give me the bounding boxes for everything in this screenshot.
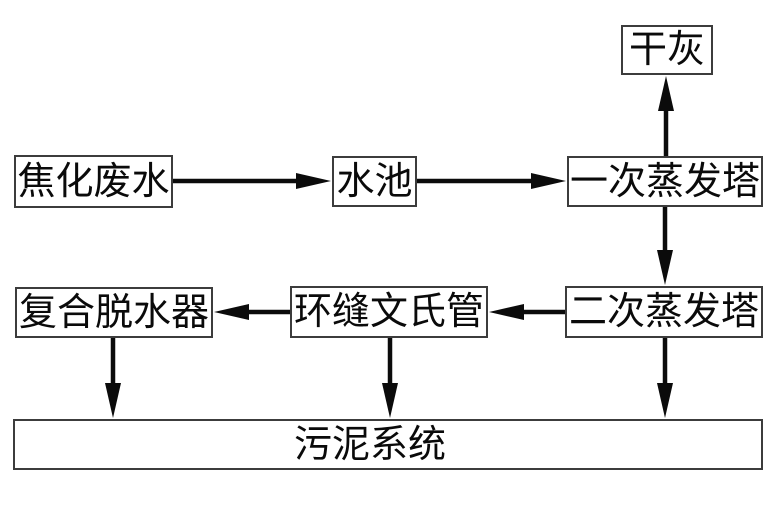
node-water-pool-label: 水池: [336, 160, 413, 203]
arrow-dehydrator-to-sludge: [105, 338, 121, 418]
node-water-pool: 水池: [332, 156, 417, 207]
node-annular-venturi-tube: 环缝文氏管: [290, 286, 488, 338]
node-primary-evaporation-tower-label: 一次蒸发塔: [569, 160, 760, 203]
arrow-water-pool-to-primary-tower: [417, 173, 566, 189]
node-sludge-system: 污泥系统: [13, 419, 763, 470]
node-annular-venturi-tube-label: 环缝文氏管: [293, 291, 484, 333]
arrow-venturi-to-sludge: [382, 338, 398, 418]
arrow-secondary-tower-to-sludge: [657, 338, 673, 418]
node-dry-ash: 干灰: [621, 25, 713, 75]
arrow-venturi-to-dehydrator: [214, 304, 290, 320]
node-coking-wastewater-label: 焦化废水: [17, 160, 170, 203]
node-composite-dehydrator: 复合脱水器: [15, 287, 213, 338]
arrow-coking-wastewater-to-water-pool: [173, 173, 331, 189]
node-sludge-system-label: 污泥系统: [293, 423, 446, 466]
arrow-primary-tower-to-dry-ash: [658, 76, 674, 156]
node-composite-dehydrator-label: 复合脱水器: [18, 291, 209, 334]
node-coking-wastewater: 焦化废水: [14, 155, 173, 208]
node-primary-evaporation-tower: 一次蒸发塔: [567, 156, 763, 207]
arrow-secondary-tower-to-venturi: [489, 304, 565, 320]
node-secondary-evaporation-tower: 二次蒸发塔: [565, 286, 763, 338]
arrow-primary-tower-to-secondary-tower: [657, 207, 673, 285]
node-secondary-evaporation-tower-label: 二次蒸发塔: [568, 291, 759, 333]
node-dry-ash-label: 干灰: [628, 29, 705, 71]
